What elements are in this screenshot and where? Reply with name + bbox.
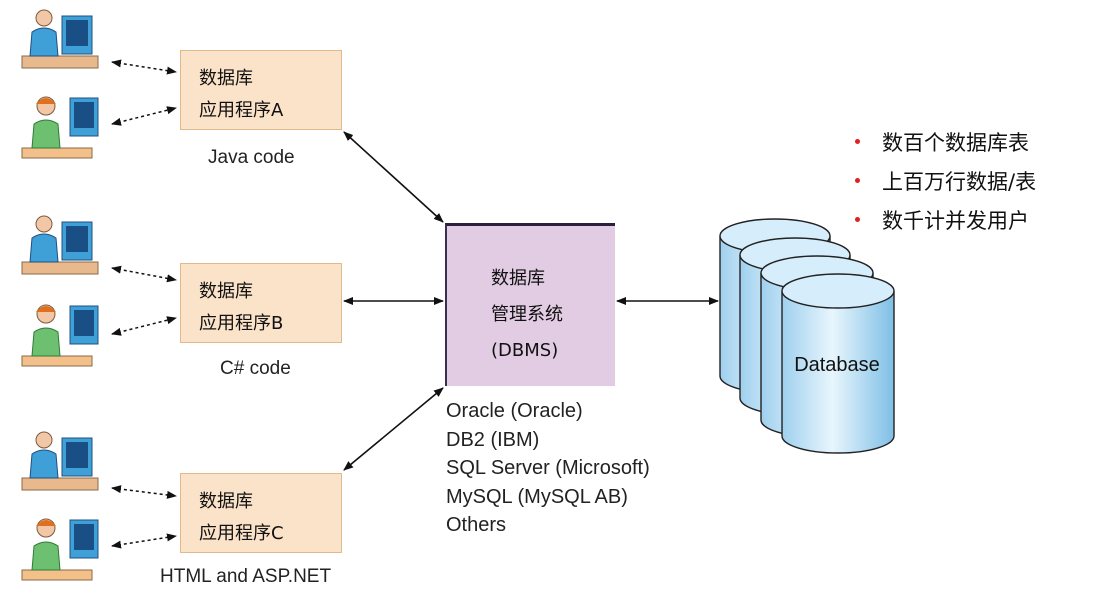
dbms-abbr: (DBMS) [491, 340, 559, 361]
bullet-dot-icon [855, 178, 860, 183]
vendor-item: SQL Server (Microsoft) [446, 457, 650, 480]
dbms-vendor-list: Oracle (Oracle) DB2 (IBM) SQL Server (Mi… [446, 397, 650, 540]
bullet-item: 数百个数据库表 [855, 122, 1036, 161]
bullet-item: 数千计并发用户 [855, 200, 1036, 239]
app-box-a: 数据库 应用程序A [180, 50, 342, 130]
app-box-title: 数据库 [199, 68, 253, 89]
app-a-dbms-arrow [343, 131, 444, 223]
bullet-text: 数百个数据库表 [882, 130, 1029, 155]
bullet-item: 上百万行数据/表 [855, 161, 1036, 200]
user-connector [111, 485, 177, 499]
app-code-label: HTML and ASP.NET [160, 566, 332, 587]
user-connector [111, 59, 177, 75]
app-code-label: Java code [208, 147, 295, 168]
vendor-item: Others [446, 514, 507, 537]
bullet-text: 上百万行数据/表 [882, 169, 1037, 194]
user-connector [111, 533, 177, 549]
app-box-name: 应用程序C [199, 523, 284, 544]
database-label: Database [794, 354, 880, 376]
male-user-icon [21, 215, 99, 275]
vendor-item: Oracle (Oracle) [446, 400, 583, 422]
user-app-connectors [111, 59, 177, 549]
bullet-dot-icon [855, 139, 860, 144]
vendor-item: DB2 (IBM) [446, 428, 540, 451]
app-c-dbms-arrow [343, 387, 444, 471]
male-user-icon [21, 9, 99, 69]
app-dbms-connectors [343, 131, 719, 471]
app-box-title: 数据库 [199, 491, 253, 512]
bullet-text: 数千计并发用户 [882, 208, 1029, 233]
female-user-icon [21, 96, 99, 159]
feature-bullet-list: 数百个数据库表 上百万行数据/表 数千计并发用户 [855, 122, 1036, 239]
app-box-name: 应用程序B [199, 313, 284, 334]
dbms-box: 数据库 管理系统 (DBMS) [445, 223, 615, 386]
database-icon [719, 218, 895, 454]
user-connector [111, 106, 177, 126]
vendor-item: MySQL (MySQL AB) [446, 485, 628, 508]
app-box-name: 应用程序A [199, 100, 284, 121]
female-user-icon [21, 304, 99, 367]
male-user-icon [21, 431, 99, 491]
bullet-dot-icon [855, 217, 860, 222]
app-code-label: C# code [220, 358, 291, 379]
female-user-icon [21, 518, 99, 581]
app-box-c: 数据库 应用程序C [180, 473, 342, 553]
cylinder [781, 273, 895, 454]
user-connector [111, 265, 177, 283]
dbms-subtitle: 管理系统 [491, 304, 563, 325]
user-connector [111, 316, 177, 336]
app-box-title: 数据库 [199, 281, 253, 302]
app-box-b: 数据库 应用程序B [180, 263, 342, 343]
dbms-title: 数据库 [491, 268, 545, 289]
